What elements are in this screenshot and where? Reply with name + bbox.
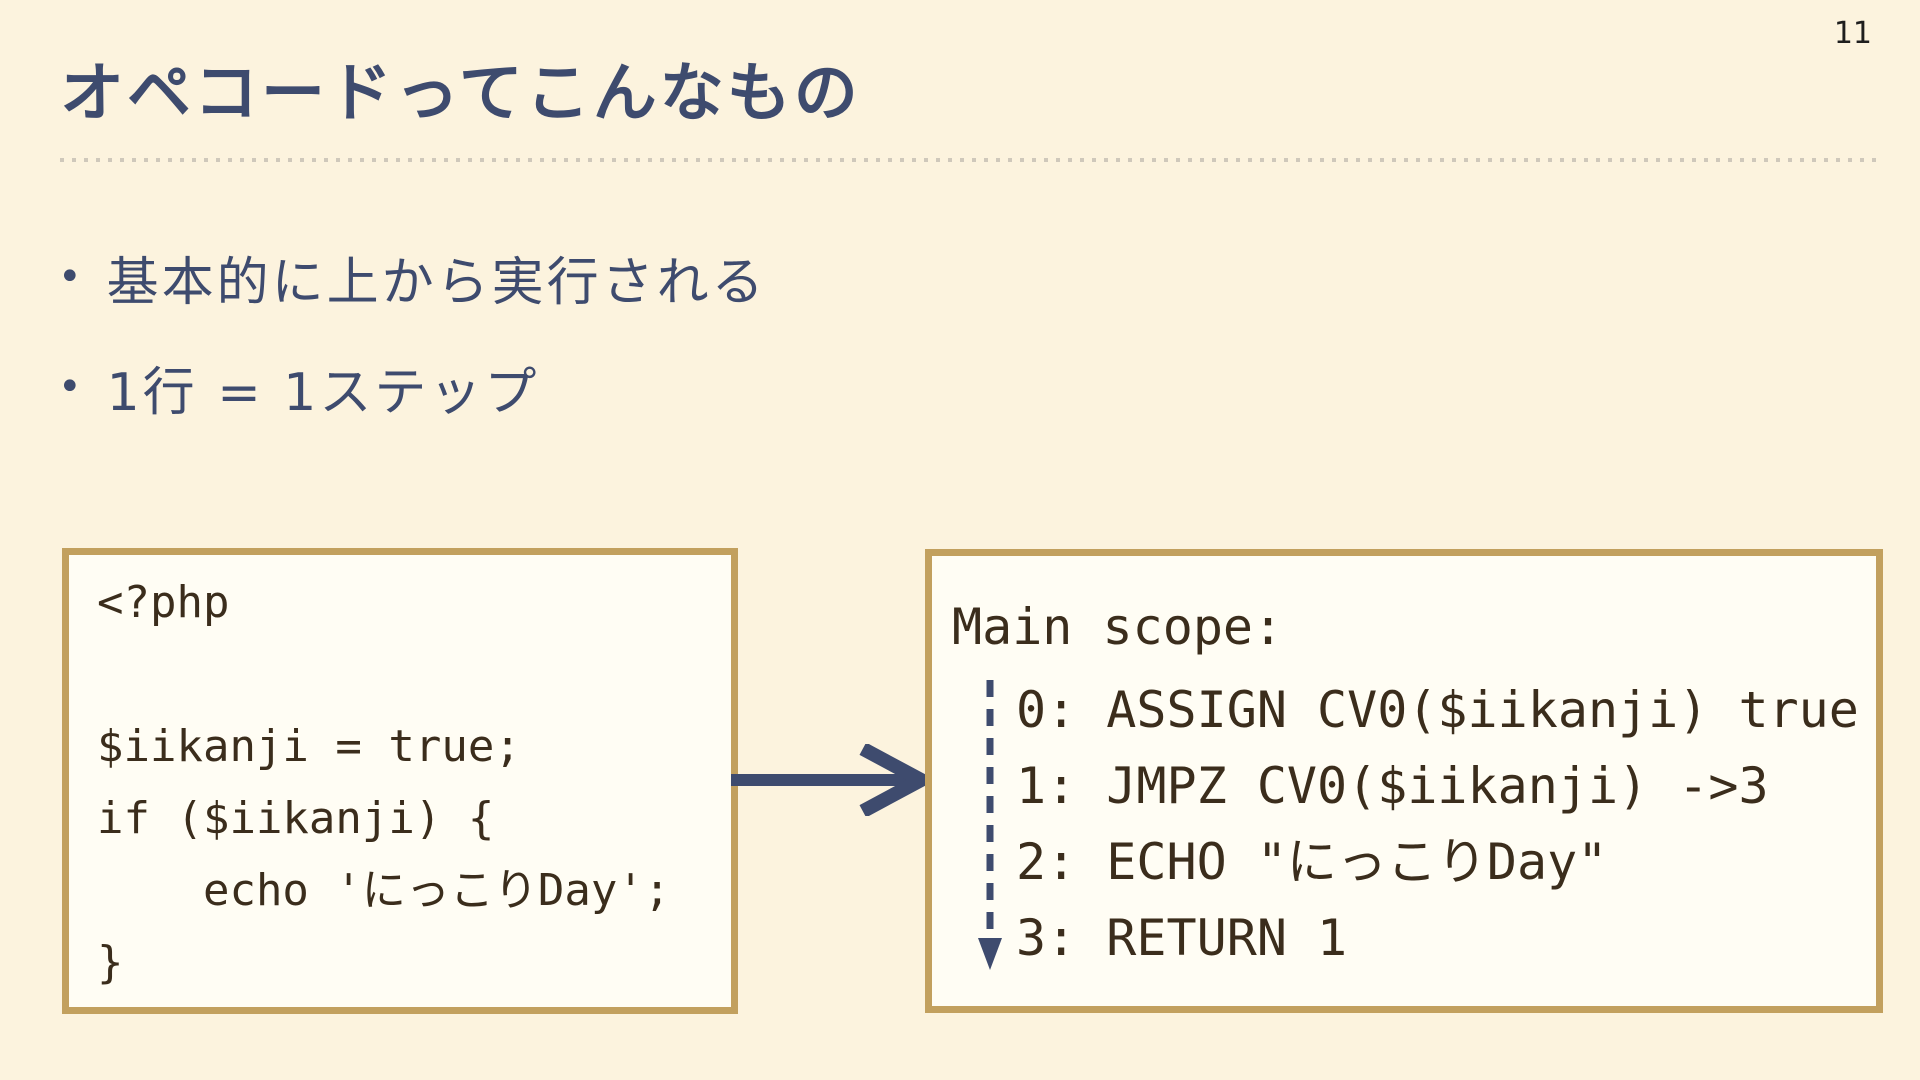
opcode-line-list: 0: ASSIGN CV0($iikanji) true 1: JMPZ CV0…: [932, 672, 1876, 976]
bullet-text: 基本的に上から実行される: [106, 252, 767, 313]
php-code-line-blank: [97, 639, 731, 711]
flow-arrow-icon: [731, 744, 931, 816]
bullet-item: • 1行 = 1ステップ: [58, 352, 767, 423]
opcode-line: 1: JMPZ CV0($iikanji) ->3: [1016, 757, 1769, 815]
bullet-list: • 基本的に上から実行される • 1行 = 1ステップ: [58, 242, 767, 462]
execution-order-arrow-icon: [978, 680, 1002, 970]
php-code-box: <?php $iikanji = true; if ($iikanji) { e…: [62, 548, 738, 1014]
slide-title: オペコードってこんなもの: [60, 57, 861, 131]
opcode-scope-header: Main scope:: [952, 598, 1284, 656]
page-number: 11: [1833, 16, 1872, 51]
opcode-line: 3: RETURN 1: [1016, 909, 1348, 967]
php-code-line: $iikanji = true;: [97, 721, 521, 772]
php-code-line: echo 'にっこりDay';: [97, 865, 671, 916]
opcode-line: 2: ECHO "にっこりDay": [1016, 833, 1608, 891]
title-divider: [60, 158, 1878, 162]
php-code-line: }: [97, 937, 124, 988]
bullet-dot-icon: •: [58, 254, 85, 300]
bullet-text: 1行 = 1ステップ: [106, 362, 540, 423]
php-code-line: if ($iikanji) {: [97, 793, 495, 844]
bullet-item: • 基本的に上から実行される: [58, 242, 767, 313]
opcode-line: 0: ASSIGN CV0($iikanji) true: [1016, 681, 1859, 739]
opcode-output-box: Main scope: 0: ASSIGN CV0($iikanji) true…: [925, 549, 1883, 1013]
php-code-line: <?php: [97, 577, 230, 628]
bullet-dot-icon: •: [58, 364, 85, 410]
